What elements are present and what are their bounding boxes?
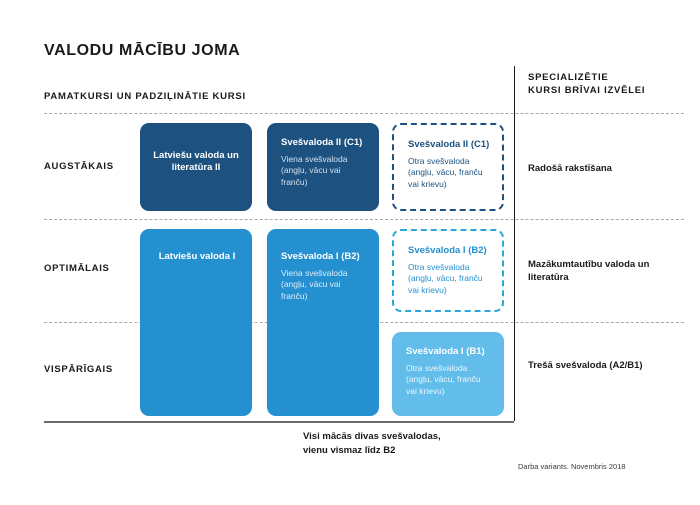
course-box-latvian-literature-2[interactable]: Latviešu valoda un literatūra II [140,123,252,211]
bottom-rule [44,421,514,423]
page-title: VALODU MĀCĪBU JOMA [44,42,241,59]
level-label-optimalais: OPTIMĀLAIS [44,263,110,274]
course-title: Latviešu valoda un literatūra II [153,149,239,174]
course-box-foreign-2-c1-optional[interactable]: Svešvaloda II (C1) Otra svešvaloda (angļ… [392,123,504,211]
course-title: Svešvaloda II (C1) [281,137,363,148]
course-box-foreign-2-c1[interactable]: Svešvaloda II (C1) Viena svešvaloda (ang… [267,123,379,211]
course-title: Svešvaloda I (B2) [281,251,360,262]
course-title: Svešvaloda II (C1) [408,139,490,150]
row-divider-middle [44,219,684,220]
spec-title-line-1: SPECIALIZĒTIE [528,72,609,83]
footer-note-line-1: Visi mācās divas svešvalodas, [303,431,441,442]
level-label-visparigais: VISPĀRĪGAIS [44,364,113,375]
course-subtitle: Otra svešvaloda (angļu, vācu, franču vai… [408,155,483,189]
footer-note-line-2: vienu vismaz līdz B2 [303,445,396,456]
row-divider-top [44,113,684,114]
course-title: Svešvaloda I (B1) [406,346,485,357]
course-box-foreign-1-b2-optional[interactable]: Svešvaloda I (B2) Otra svešvaloda (angļu… [392,229,504,312]
course-subtitle: Viena svešvaloda (angļu, vācu vai franču… [281,153,348,187]
course-title: Latviešu valoda I [158,251,236,262]
spec-title-line-2: KURSI BRĪVAI IZVĒLEI [528,85,646,96]
section-title-basic-courses: PAMATKURSI UN PADZIĻINĀTIE KURSI [44,91,246,102]
course-subtitle: Otra svešvaloda (angļu, vācu, franču vai… [406,362,481,396]
vertical-divider [514,66,515,421]
specialized-item-third-foreign-language[interactable]: Trešā svešvaloda (A2/B1) [528,360,643,371]
course-box-latvian-1[interactable]: Latviešu valoda I [140,229,252,416]
level-label-augstakais: AUGSTĀKAIS [44,161,114,172]
course-title: Svešvaloda I (B2) [408,245,487,256]
course-subtitle: Otra svešvaloda (angļu, vācu, franču vai… [408,261,483,295]
specialized-item-creative-writing[interactable]: Radošā rakstīšana [528,163,612,174]
specialized-item-minority-language[interactable]: Mazākumtautību valoda un literatūra [528,259,650,283]
course-box-foreign-1-b1[interactable]: Svešvaloda I (B1) Otra svešvaloda (angļu… [392,332,504,416]
footer-note: Visi mācās divas svešvalodas, vienu vism… [303,430,441,458]
course-box-foreign-1-b2[interactable]: Svešvaloda I (B2) Viena svešvaloda (angļ… [267,229,379,416]
section-title-specialized-courses: SPECIALIZĒTIE KURSI BRĪVAI IZVĒLEI [528,71,645,97]
course-subtitle: Viena svešvaloda (angļu, vācu vai franču… [281,267,348,301]
footer-credit: Darba variants. Novembris 2018 [518,462,626,471]
